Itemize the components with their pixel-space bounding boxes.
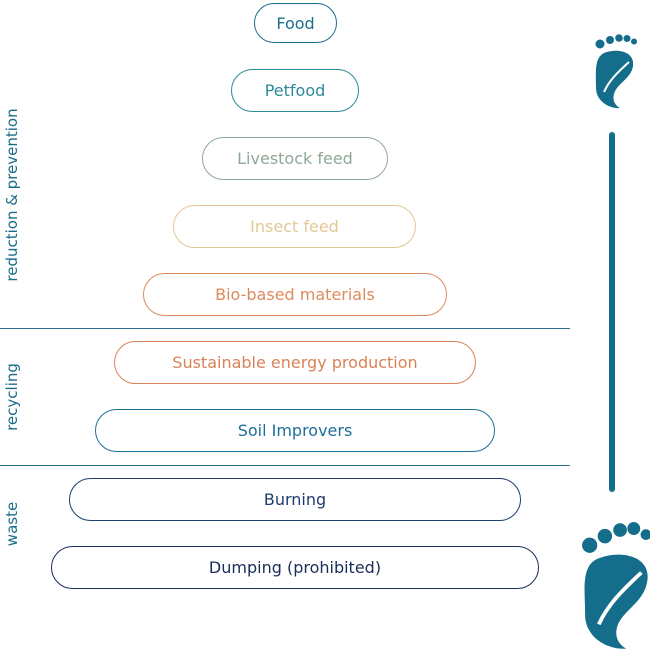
- label-reduction-prevention: reduction & prevention: [3, 108, 21, 282]
- small-footprint-leaf-icon: [595, 34, 637, 109]
- tier-soil-improvers: Soil Improvers: [95, 409, 495, 452]
- tier-livestock-feed: Livestock feed: [202, 137, 388, 180]
- tier-label: Insect feed: [250, 217, 339, 236]
- vertical-scale-bar: [609, 132, 615, 492]
- large-footprint-leaf-icon: [582, 522, 650, 649]
- tier-insect-feed: Insect feed: [173, 205, 416, 248]
- tier-bio-based-materials: Bio-based materials: [143, 273, 447, 316]
- label-recycling: recycling: [3, 363, 21, 431]
- divider-recycling-waste: [0, 465, 570, 466]
- tier-label: Burning: [263, 490, 327, 509]
- tier-label: Dumping (prohibited): [208, 558, 382, 577]
- tier-label: Soil Improvers: [237, 421, 353, 440]
- divider-reduction-recycling: [0, 328, 570, 329]
- tier-burning: Burning: [69, 478, 521, 521]
- tier-sustainable-energy: Sustainable energy production: [114, 341, 476, 384]
- tier-petfood: Petfood: [231, 69, 359, 112]
- tier-dumping: Dumping (prohibited): [51, 546, 539, 589]
- tier-label: Bio-based materials: [215, 285, 375, 304]
- label-waste: waste: [3, 501, 21, 547]
- tier-label: Livestock feed: [237, 149, 353, 168]
- tier-food: Food: [254, 3, 337, 43]
- tier-label: Sustainable energy production: [172, 353, 418, 372]
- tier-label: Petfood: [264, 81, 326, 100]
- tier-label: Food: [276, 13, 315, 33]
